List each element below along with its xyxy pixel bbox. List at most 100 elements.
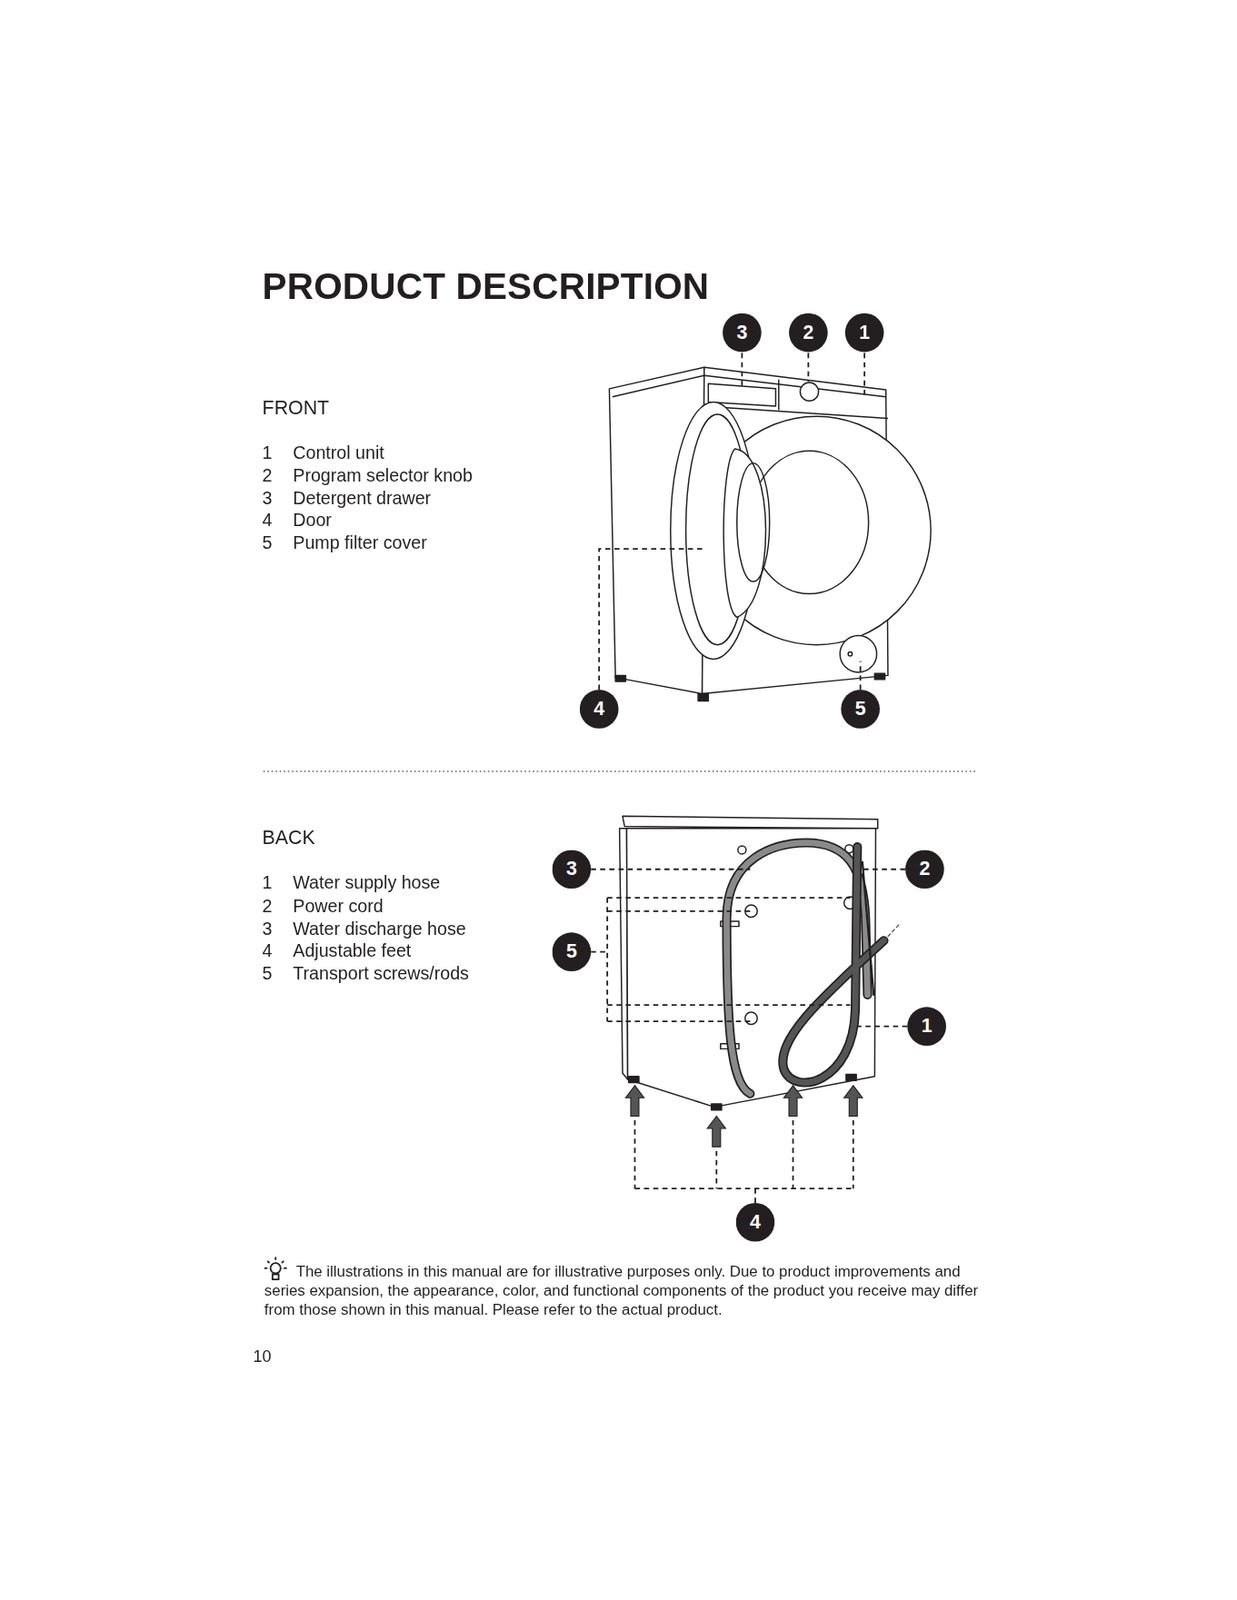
back-leader-lines-part (715, 1151, 718, 1190)
section-separator (263, 770, 977, 772)
list-number: 4 (262, 943, 273, 962)
up-arrows-part (844, 1086, 863, 1118)
back-leader-lines-part (792, 1120, 795, 1189)
front-washer-part (874, 673, 885, 680)
front-washer (608, 367, 931, 701)
callout-badge: 1 (907, 1007, 947, 1047)
callout-badge: 4 (579, 689, 619, 729)
back-washer-part (711, 1104, 722, 1111)
back-leader-lines-part (607, 1020, 751, 1023)
tip-bulb-icon-part (270, 1263, 281, 1274)
back-leader-lines-part (634, 1187, 853, 1190)
front-leader-lines-part (598, 548, 705, 690)
front-washer-part (778, 379, 779, 411)
front-washer-part (615, 675, 626, 682)
part-name: Water discharge hose (292, 920, 466, 939)
back-leader-lines-part (590, 951, 608, 954)
tip-note: The illustrations in this manual are for… (264, 1261, 979, 1320)
front-leader-lines-part (859, 661, 862, 690)
up-arrows-part (783, 1086, 802, 1118)
front-leader-lines-part (740, 353, 743, 389)
callout-number: 5 (566, 940, 578, 964)
tip-bulb-icon-part (274, 1256, 277, 1260)
part-name: Door (292, 512, 332, 531)
page-title: PRODUCT DESCRIPTION (262, 268, 710, 305)
back-leader-lines-part (606, 897, 609, 1022)
list-number: 5 (262, 534, 273, 553)
callout-badge: 1 (845, 313, 885, 353)
back-leader-lines-part (857, 1026, 908, 1028)
front-washer-part (723, 448, 766, 618)
list-number: 2 (262, 467, 273, 486)
callout-number: 4 (593, 698, 605, 721)
callout-number: 1 (858, 321, 870, 345)
up-arrows-part (625, 1086, 644, 1118)
part-name: Adjustable feet (292, 943, 411, 962)
tip-bulb-icon (264, 1256, 288, 1280)
back-leader-lines-part (607, 910, 751, 913)
callout-badge: 2 (905, 849, 945, 889)
back-washer-part (745, 1012, 758, 1025)
list-number: 4 (262, 512, 273, 531)
callout-number: 3 (736, 321, 748, 345)
callout-number: 3 (566, 857, 578, 881)
front-leader-lines (598, 353, 865, 691)
hoses-part (862, 862, 874, 996)
part-name: Control unit (292, 445, 385, 464)
hoses-part (782, 847, 884, 1083)
back-leader-lines-part (634, 1120, 637, 1189)
front-washer-part (702, 416, 932, 646)
callout-number: 1 (921, 1015, 933, 1038)
front-leader-lines-part (807, 353, 809, 382)
front-washer-part (799, 382, 819, 401)
list-number: 1 (262, 874, 273, 893)
callout-number: 4 (749, 1211, 761, 1235)
part-name: Detergent drawer (292, 489, 431, 509)
callout-badge: 4 (736, 1203, 776, 1243)
callout-badge: 5 (840, 689, 880, 729)
list-number: 3 (262, 920, 273, 939)
hoses (727, 843, 901, 1095)
part-name: Program selector knob (292, 467, 473, 486)
tip-bulb-icon-part (267, 1261, 270, 1264)
callout-badge: 2 (788, 313, 828, 353)
tip-bulb-icon-part (272, 1275, 280, 1281)
callout-badge: 5 (552, 932, 592, 972)
part-name: Pump filter cover (292, 534, 427, 553)
tip-bulb-icon-part (283, 1267, 287, 1270)
front-washer-part (839, 636, 877, 673)
list-number: 5 (262, 965, 273, 984)
callout-number: 2 (918, 857, 930, 881)
part-name: Water supply hose (292, 874, 440, 893)
back-leader-lines (590, 869, 908, 1204)
back-washer-part (738, 846, 747, 855)
back-washer-part (628, 1077, 639, 1084)
hoses-part (782, 847, 884, 1083)
front-leader-lines-part (863, 353, 866, 397)
callout-badge: 3 (722, 313, 762, 353)
list-number: 3 (262, 489, 273, 509)
back-leader-lines-part (863, 868, 906, 871)
section-heading: FRONT (262, 398, 330, 418)
callout-badge: 3 (552, 849, 592, 889)
front-washer-part (847, 652, 852, 657)
part-name: Power cord (292, 897, 383, 917)
part-name: Transport screws/rods (292, 965, 469, 984)
tip-bulb-icon-part (281, 1261, 284, 1264)
up-arrows (625, 1086, 863, 1148)
list-number: 2 (262, 897, 273, 917)
back-washer-part (622, 816, 878, 828)
back-leader-lines-part (754, 1188, 757, 1204)
page-number: 10 (252, 1349, 271, 1367)
back-leader-lines-part (852, 1120, 855, 1189)
back-washer-part (846, 1074, 857, 1081)
up-arrows-part (707, 1116, 726, 1148)
callout-number: 5 (855, 698, 867, 721)
front-washer-part (749, 450, 868, 594)
back-leader-lines-part (590, 868, 750, 871)
section-heading: BACK (262, 827, 316, 848)
tip-bulb-icon-part (264, 1267, 268, 1270)
front-washer-part (698, 694, 709, 702)
